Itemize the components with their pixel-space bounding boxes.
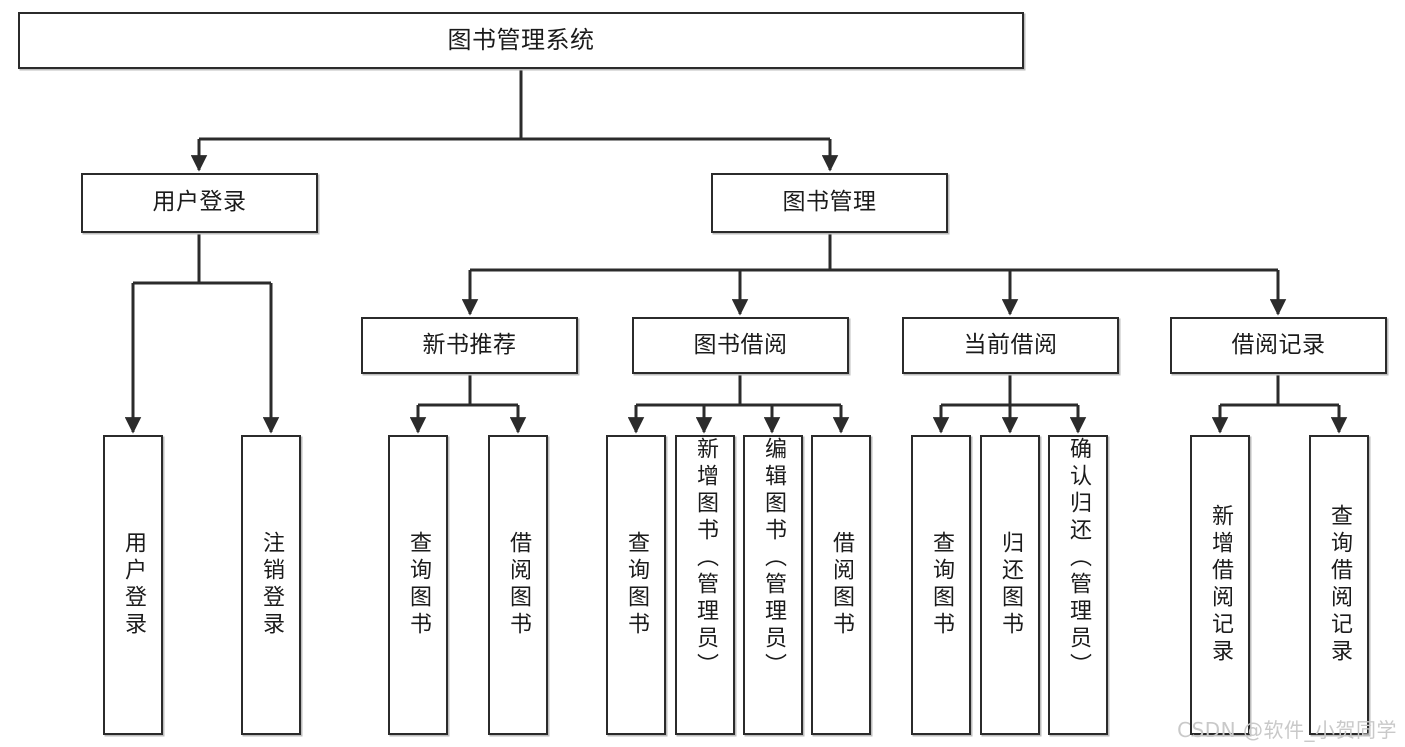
leaf-return-book[interactable]: 归还图书 (980, 435, 1040, 735)
node-label: 编辑图书（管理员） (761, 437, 786, 680)
node-label: 借阅图书 (506, 531, 531, 639)
node-new-book-recommend[interactable]: 新书推荐 (361, 317, 578, 374)
leaf-query-book-current[interactable]: 查询图书 (911, 435, 971, 735)
node-label: 图书借阅 (693, 331, 788, 358)
node-borrow-record[interactable]: 借阅记录 (1170, 317, 1387, 374)
node-label: 用户登录 (121, 531, 146, 639)
node-label: 查询图书 (624, 531, 649, 639)
leaf-borrow-book[interactable]: 借阅图书 (811, 435, 871, 735)
node-label: 图书管理系统 (447, 26, 595, 55)
node-book-borrow[interactable]: 图书借阅 (632, 317, 849, 374)
leaf-logout[interactable]: 注销登录 (241, 435, 301, 735)
node-label: 新增借阅记录 (1208, 504, 1233, 666)
leaf-add-book-admin[interactable]: 新增图书（管理员） (675, 435, 735, 735)
leaf-borrow-book-newrec[interactable]: 借阅图书 (488, 435, 548, 735)
node-label: 图书管理 (782, 189, 877, 216)
node-label: 查询图书 (929, 531, 954, 639)
leaf-confirm-return-admin[interactable]: 确认归还（管理员） (1048, 435, 1108, 735)
leaf-query-book-newrec[interactable]: 查询图书 (388, 435, 448, 735)
node-label: 新书推荐 (422, 331, 517, 358)
node-label: 新增图书（管理员） (693, 437, 718, 680)
leaf-query-book-borrow[interactable]: 查询图书 (606, 435, 666, 735)
node-label: 确认归还（管理员） (1066, 437, 1091, 680)
csdn-watermark: CSDN @软件_小贺同学 (1177, 718, 1397, 742)
node-label: 借阅图书 (829, 531, 854, 639)
node-root-book-management-system[interactable]: 图书管理系统 (18, 12, 1024, 69)
node-current-borrow[interactable]: 当前借阅 (902, 317, 1119, 374)
node-label: 用户登录 (152, 189, 247, 216)
leaf-user-login[interactable]: 用户登录 (103, 435, 163, 735)
node-label: 查询图书 (406, 531, 431, 639)
node-label: 归还图书 (998, 531, 1023, 639)
node-label: 当前借阅 (963, 331, 1058, 358)
node-user-login[interactable]: 用户登录 (81, 173, 318, 233)
leaf-add-borrow-record[interactable]: 新增借阅记录 (1190, 435, 1250, 735)
node-label: 借阅记录 (1231, 331, 1326, 358)
node-label: 注销登录 (259, 531, 284, 639)
node-label: 查询借阅记录 (1327, 504, 1352, 666)
leaf-edit-book-admin[interactable]: 编辑图书（管理员） (743, 435, 803, 735)
leaf-query-borrow-record[interactable]: 查询借阅记录 (1309, 435, 1369, 735)
node-book-management[interactable]: 图书管理 (711, 173, 948, 233)
